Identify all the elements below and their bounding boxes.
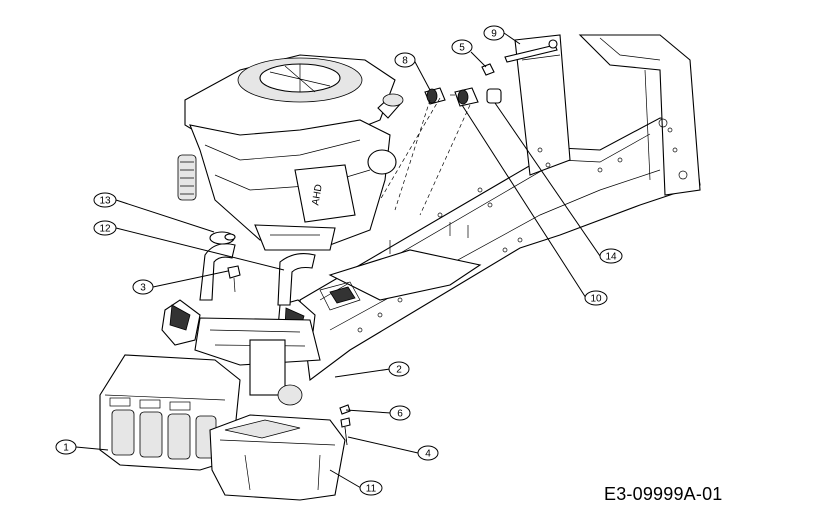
callout-11: 11 bbox=[359, 480, 383, 496]
exhaust-pipes bbox=[199, 231, 316, 306]
svg-text:13: 13 bbox=[99, 196, 111, 207]
svg-text:11: 11 bbox=[366, 484, 377, 495]
svg-text:1: 1 bbox=[63, 443, 69, 454]
callout-1: 1 bbox=[55, 439, 77, 455]
svg-text:4: 4 bbox=[425, 449, 431, 460]
leader-lines bbox=[75, 32, 601, 489]
svg-text:8: 8 bbox=[402, 56, 408, 67]
muffler-shield bbox=[99, 354, 241, 471]
fasteners bbox=[227, 265, 351, 446]
chassis-frame bbox=[299, 34, 701, 382]
svg-text:12: 12 bbox=[99, 224, 111, 235]
muffler bbox=[209, 414, 346, 501]
svg-text:AHD: AHD bbox=[310, 184, 325, 207]
callout-8: 8 bbox=[394, 52, 416, 68]
callout-3: 3 bbox=[132, 279, 154, 295]
callout-14: 14 bbox=[599, 248, 623, 264]
drawing-code: E3-09999A-01 bbox=[604, 484, 723, 504]
svg-text:3: 3 bbox=[140, 283, 146, 294]
callout-12: 12 bbox=[93, 220, 117, 236]
callout-6: 6 bbox=[389, 405, 411, 421]
small-parts bbox=[379, 39, 558, 216]
svg-text:5: 5 bbox=[459, 43, 465, 54]
svg-text:2: 2 bbox=[396, 365, 402, 376]
callout-4: 4 bbox=[417, 445, 439, 461]
callout-5: 5 bbox=[451, 39, 473, 55]
svg-text:10: 10 bbox=[590, 294, 602, 305]
callout-9: 9 bbox=[483, 25, 505, 41]
engine: AHD bbox=[177, 54, 404, 251]
callout-10: 10 bbox=[584, 290, 608, 306]
svg-text:9: 9 bbox=[491, 29, 497, 40]
svg-text:14: 14 bbox=[605, 252, 617, 263]
callout-2: 2 bbox=[388, 361, 410, 377]
callout-13: 13 bbox=[93, 192, 117, 208]
engine-mounts bbox=[161, 299, 321, 406]
svg-text:6: 6 bbox=[397, 409, 403, 420]
